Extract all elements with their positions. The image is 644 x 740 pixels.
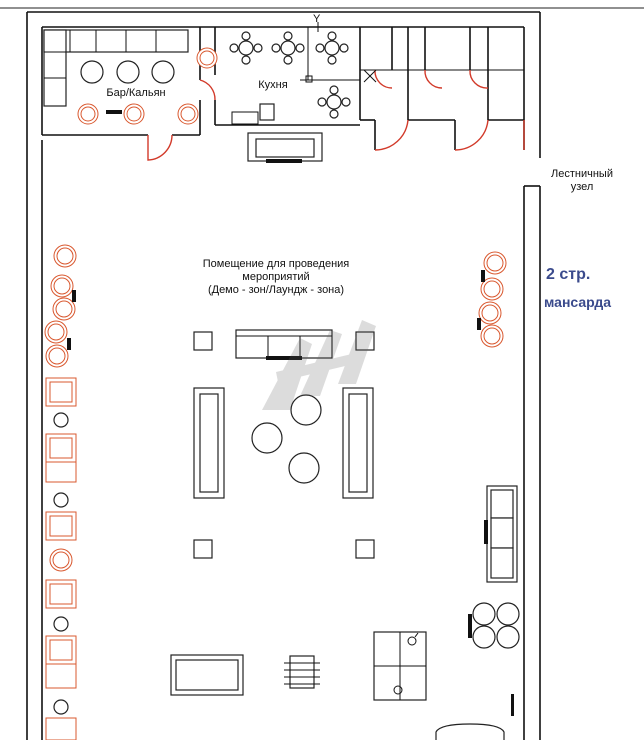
event-room-label-line3: (Демо - зон/Лаундж - зона)	[207, 284, 345, 296]
right-round-tables	[468, 602, 520, 649]
doors	[147, 69, 525, 161]
stairs-label: Лестничный узел	[545, 168, 619, 194]
bar-marker	[106, 110, 122, 114]
kitchen-sofa	[247, 132, 323, 163]
left-wall-armchairs	[45, 377, 77, 740]
kitchen-label: Кухня	[258, 79, 288, 91]
lounge-coffee-tables	[251, 394, 322, 484]
foosball-table	[284, 655, 320, 689]
stairs-label-line1: Лестничный	[551, 168, 613, 180]
table-tennis-table	[373, 631, 427, 701]
lounge-square-tables	[193, 331, 375, 559]
left-wall-chairs	[44, 244, 77, 368]
outer-walls	[26, 11, 541, 740]
event-room-label-line1: Помещение для проведения	[202, 258, 350, 270]
bar-label: Бар/Кальян	[106, 87, 166, 99]
bottom-right-armchair	[435, 723, 505, 740]
right-sofa	[484, 485, 518, 583]
right-wall-chairs	[477, 251, 507, 348]
lounge-top-sofa	[235, 329, 333, 360]
bar-sofa	[43, 29, 189, 107]
bar-chairs	[77, 47, 218, 125]
floor-label: 2 стр.	[546, 266, 591, 283]
lounge-side-sofas	[193, 387, 374, 499]
watermark-logo	[262, 320, 376, 410]
kitchen-fixtures	[231, 69, 377, 125]
stairs-label-line2: узел	[570, 181, 594, 193]
bottom-right-marker	[511, 694, 514, 716]
billiard-table	[170, 654, 244, 696]
floor-sublabel: мансарда	[544, 294, 612, 310]
compass-label: Y	[313, 13, 321, 25]
event-room-label: Помещение для проведения мероприятий (Де…	[176, 258, 376, 297]
bar-tables	[80, 60, 175, 84]
event-room-label-line2: мероприятий	[242, 271, 310, 283]
kitchen-tables	[229, 31, 351, 119]
